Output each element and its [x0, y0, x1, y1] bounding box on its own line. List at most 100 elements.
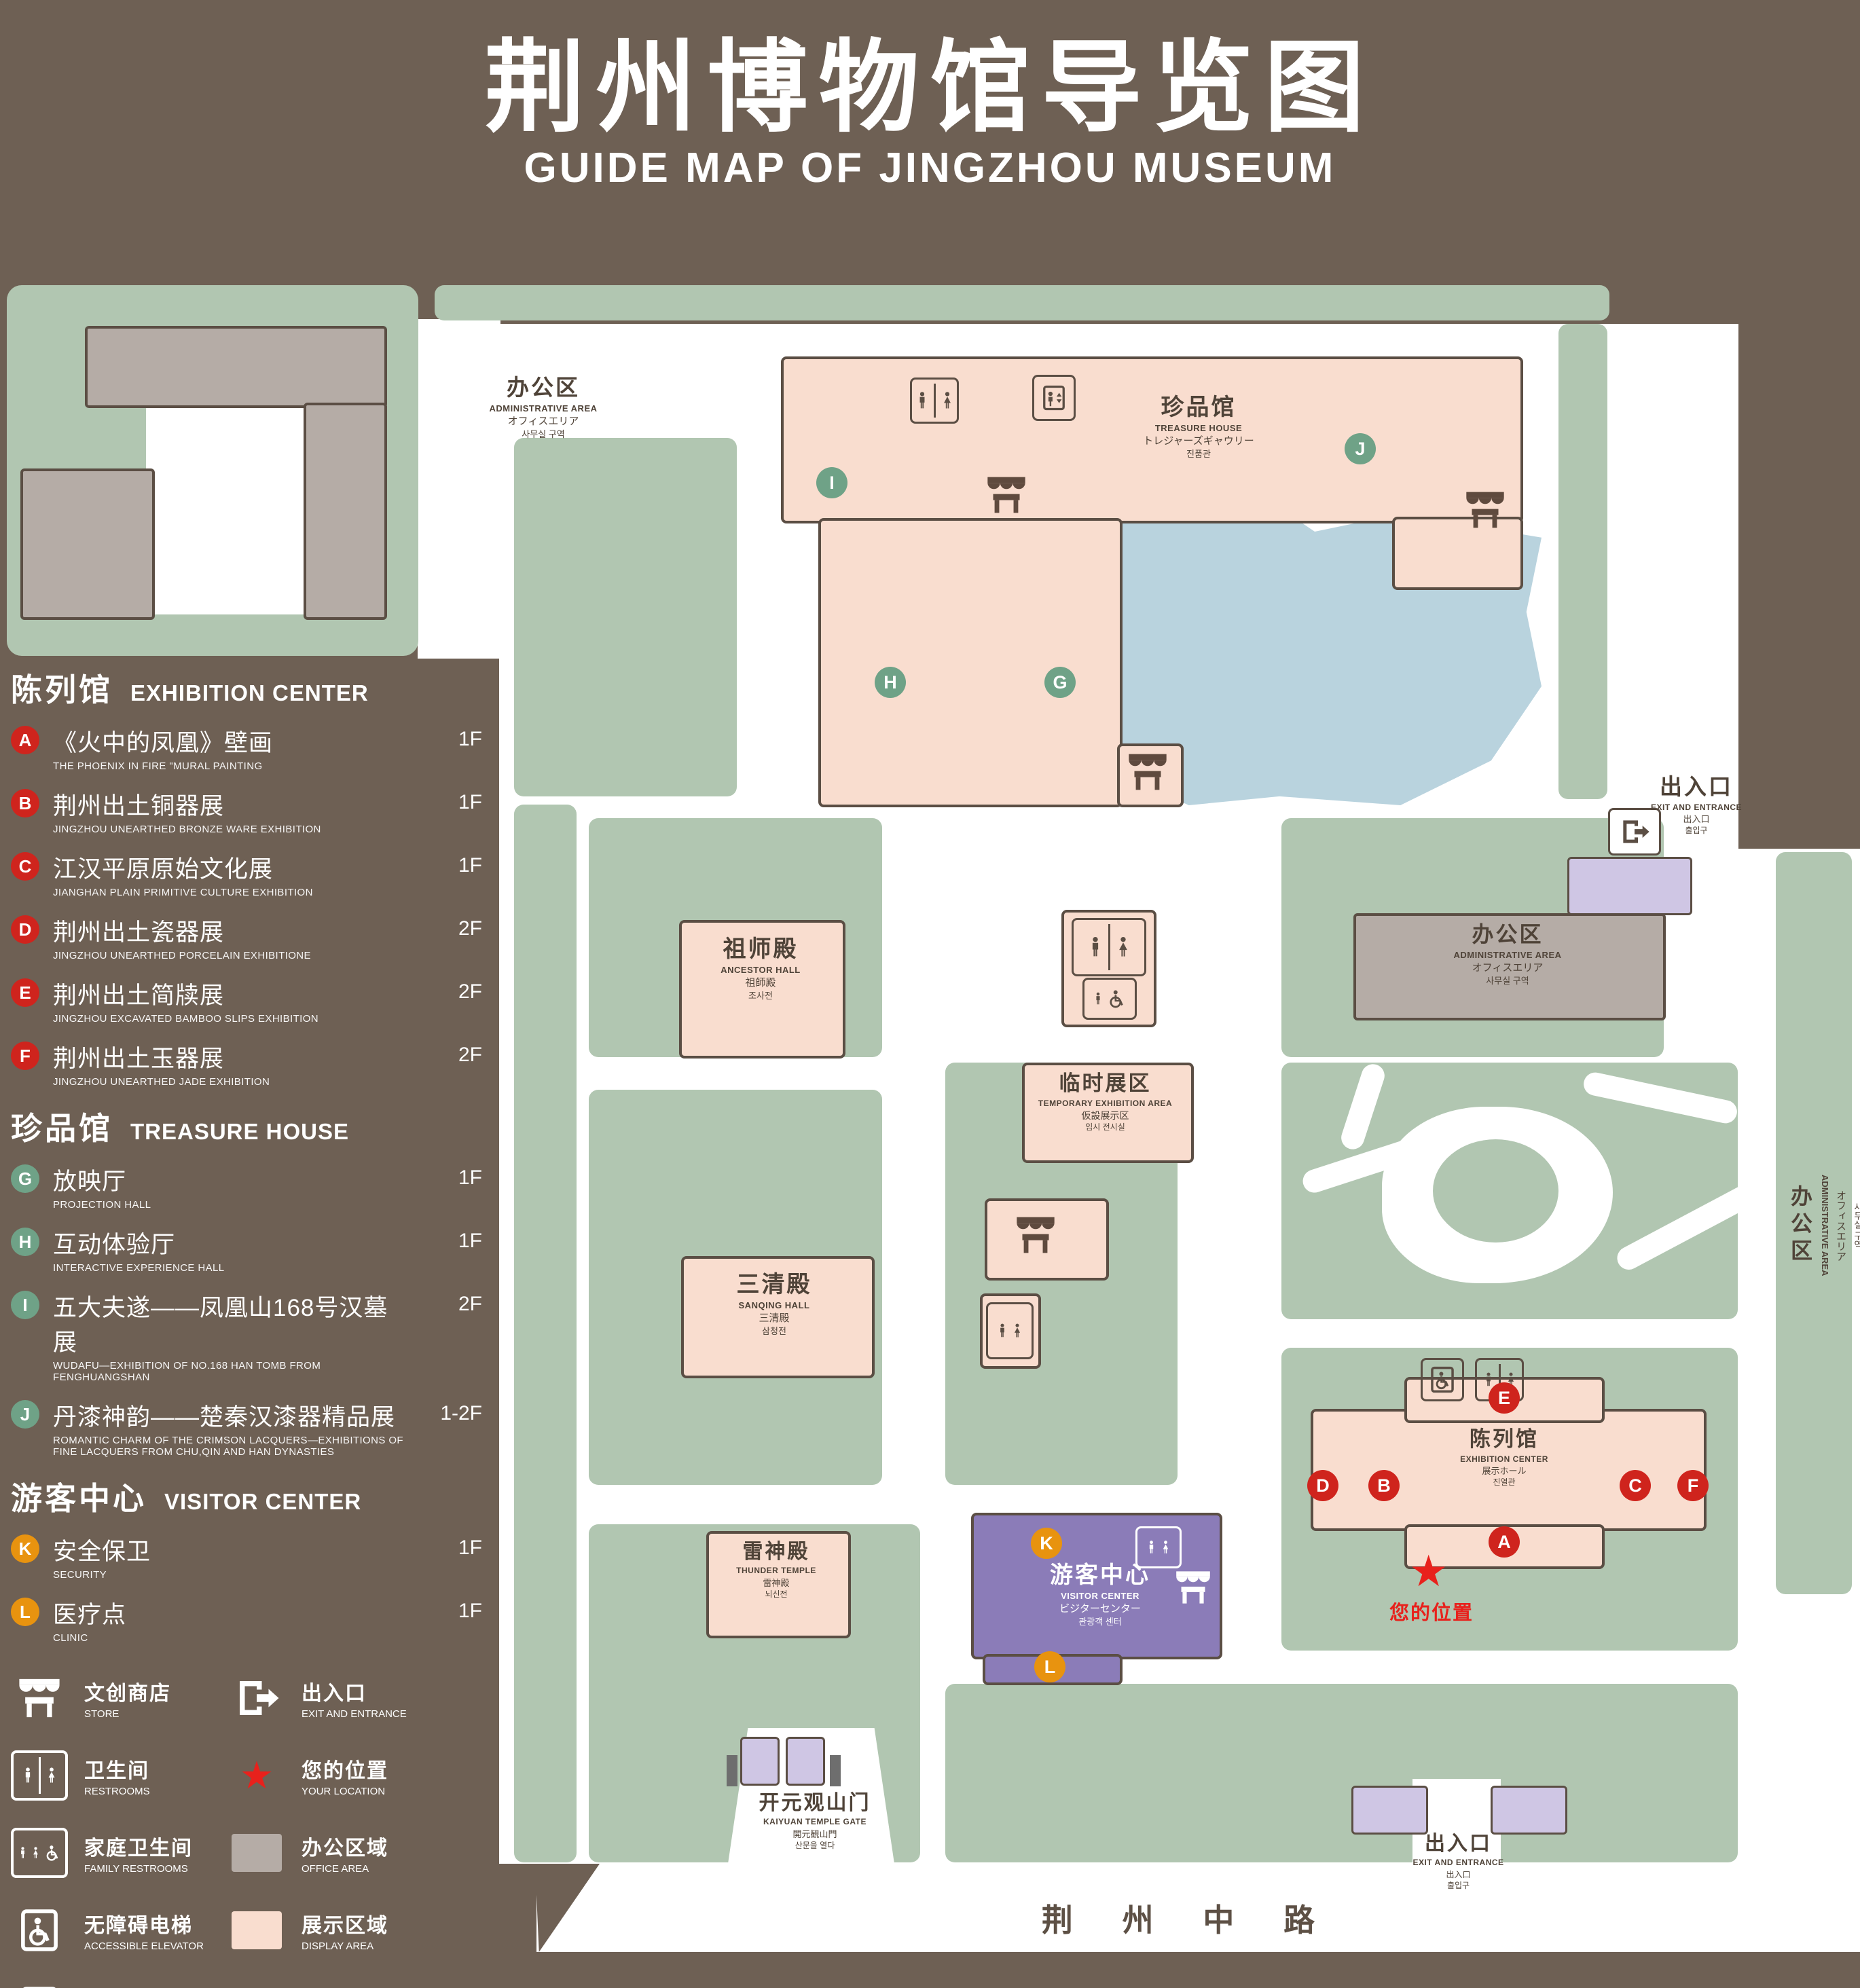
map-marker-L: L: [1034, 1651, 1065, 1682]
exit-bottom-building-right: [1491, 1786, 1567, 1835]
item-floor: 1F: [458, 728, 482, 750]
item-en: JINGZHOU UNEARTHED PORCELAIN EXHIBITIONE: [53, 950, 311, 961]
temporary-exhibition-label: 临时展区 TEMPORARY EXHIBITION AREA 仮設展示区 임시 …: [1022, 1071, 1188, 1132]
item-floor: 2F: [458, 1044, 482, 1066]
item-en: INTERACTIVE EXPERIENCE HALL: [53, 1262, 225, 1274]
page-title: 荆州博物馆导览图: [484, 32, 1376, 144]
garden-island: [1433, 1139, 1558, 1242]
label-jp: 祖師殿: [745, 977, 776, 989]
label-jp: 三清殿: [759, 1312, 790, 1325]
restroom-icon: [11, 1750, 68, 1801]
symbol-en: EXIT AND ENTRANCE: [302, 1708, 407, 1720]
badge-A: A: [11, 726, 39, 754]
item-floor: 1F: [458, 1600, 482, 1622]
thunder-temple-building: [706, 1531, 851, 1638]
your-location-star-icon: ★: [1409, 1547, 1448, 1596]
label-zh: 开元观山门: [759, 1792, 871, 1814]
label-kr: 사무실 구역: [1853, 1202, 1860, 1249]
map-marker-E: E: [1489, 1382, 1520, 1414]
legend-symbol-store: 文创商店 STORE: [11, 1670, 228, 1727]
legend-symbol-exit: 出入口 EXIT AND ENTRANCE: [228, 1670, 494, 1727]
item-floor: 1-2F: [440, 1402, 482, 1424]
legend-item-C: C 江汉平原原始文化展 JIANGHAN PLAIN PRIMITIVE CUL…: [11, 850, 494, 898]
item-en: THE PHOENIX IN FIRE "MURAL PAINTING: [53, 760, 263, 772]
legend-item-J: J 丹漆神韵——楚秦汉漆器精品展 ROMANTIC CHARM OF THE C…: [11, 1398, 494, 1458]
map-base-topleft: [418, 319, 500, 659]
legend-item-B: B 荆州出土铜器展 JINGZHOU UNEARTHED BRONZE WARE…: [11, 787, 494, 835]
accessible-elevator-icon: [18, 1908, 60, 1953]
item-zh: 荆州出土玉器展: [53, 1046, 225, 1072]
item-zh: 丹漆神韵——楚秦汉漆器精品展: [53, 1404, 396, 1431]
label-jp: オフィスエリア: [1472, 962, 1544, 974]
divider: [1498, 1364, 1501, 1395]
restroom-icon: [910, 378, 959, 424]
map-marker-J: J: [1345, 433, 1376, 464]
badge-L: L: [11, 1598, 39, 1626]
symbol-en: OFFICE AREA: [302, 1863, 369, 1875]
item-zh: 荆州出土铜器展: [53, 793, 225, 820]
legend-item-K: K 安全保卫 SECURITY 1F: [11, 1532, 494, 1581]
label-zh: 祖师殿: [723, 936, 799, 962]
road-label: 荆 州 中 路: [1041, 1902, 1336, 1938]
item-floor: 2F: [458, 980, 482, 1003]
item-zh: 安全保卫: [53, 1539, 151, 1565]
map-marker-I: I: [816, 467, 847, 498]
symbol-en: STORE: [84, 1708, 120, 1720]
symbol-en: FAMILY RESTROOMS: [84, 1863, 188, 1875]
admin-building-right: [304, 403, 387, 620]
label-jp: 開元観山門: [792, 1828, 837, 1839]
label-jp: 雷神殿: [763, 1577, 790, 1588]
ancestor-hall-label: 祖师殿 ANCESTOR HALL 祖師殿 조사전: [682, 936, 839, 1001]
divider: [38, 1757, 41, 1794]
section-title-zh: 珍品馆: [11, 1111, 113, 1146]
legend-item-G: G 放映厅 PROJECTION HALL 1F: [11, 1162, 494, 1211]
label-zh: 办公区: [507, 375, 580, 400]
badge-H: H: [11, 1228, 39, 1256]
label-jp: ビジターセンター: [1059, 1603, 1141, 1615]
grounds-top-right-sliver: [1558, 324, 1607, 799]
admin-right-building: [1353, 913, 1666, 1020]
family-restroom-icon: [1082, 978, 1137, 1020]
item-en: SECURITY: [53, 1569, 107, 1581]
store-icon: [1124, 752, 1171, 792]
restroom-icon: [986, 1302, 1034, 1359]
symbol-legend: 文创商店 STORE 出入口 EXIT AND ENTRANCE 卫生间 RES…: [11, 1670, 494, 1988]
label-zh: 三清殿: [736, 1272, 812, 1297]
admin-building-lower-left: [20, 468, 155, 620]
admin-building-top: [85, 326, 387, 408]
store-icon: [983, 475, 1030, 515]
label-en: KAIYUAN TEMPLE GATE: [763, 1817, 867, 1827]
admin-right-label: 办公区 ADMINISTRATIVE AREA オフィスエリア 사무실 구역: [1429, 922, 1586, 986]
label-en: VISITOR CENTER: [1061, 1591, 1139, 1602]
treasure-house-left-wing: [818, 518, 1123, 807]
symbol-zh: 您的位置: [302, 1760, 388, 1782]
item-zh: 《火中的凤凰》壁画: [53, 730, 274, 756]
visitor-center-label: 游客中心 VISITOR CENTER ビジターセンター 관광객 센터: [1019, 1562, 1182, 1627]
family-restroom-icon: [11, 1828, 68, 1878]
map-marker-A: A: [1489, 1526, 1520, 1558]
legend-item-I: I 五大夫遂——凤凰山168号汉墓展 WUDAFU—EXHIBITION OF …: [11, 1289, 494, 1383]
label-zh: 临时展区: [1059, 1071, 1152, 1095]
legend-sidebar: 陈列馆 EXHIBITION CENTER A 《火中的凤凰》壁画 THE PH…: [11, 665, 494, 1988]
item-en: CLINIC: [53, 1632, 88, 1644]
item-en: JINGZHOU UNEARTHED JADE EXHIBITION: [53, 1076, 270, 1088]
map-marker-H: H: [875, 667, 906, 698]
exit-bottom-label: 出入口 EXIT AND ENTRANCE 出入口 출입구: [1396, 1832, 1521, 1890]
item-zh: 医疗点: [53, 1602, 127, 1628]
symbol-zh: 展示区域: [302, 1915, 388, 1937]
item-en: ROMANTIC CHARM OF THE CRIMSON LACQUERS—E…: [53, 1435, 403, 1458]
label-kr: 삼청전: [762, 1326, 786, 1337]
symbol-zh: 无障碍电梯: [84, 1915, 193, 1937]
symbol-en: RESTROOMS: [84, 1786, 150, 1797]
label-zh: 游客中心: [1050, 1562, 1150, 1588]
label-kr: 출입구: [1685, 826, 1708, 836]
label-en: ADMINISTRATIVE AREA: [1453, 949, 1562, 960]
badge-E: E: [11, 978, 39, 1007]
legend-symbol-family-restroom: 家庭卫生间 FAMILY RESTROOMS: [11, 1824, 228, 1881]
section-title-en: EXHIBITION CENTER: [130, 680, 369, 705]
grounds-left-mid: [514, 438, 737, 796]
symbol-zh: 文创商店: [84, 1682, 171, 1705]
divider: [933, 384, 936, 418]
map-marker-B: B: [1368, 1470, 1400, 1501]
admin-top-left-label: 办公区 ADMINISTRATIVE AREA オフィスエリア 사무실 구역: [469, 375, 618, 439]
